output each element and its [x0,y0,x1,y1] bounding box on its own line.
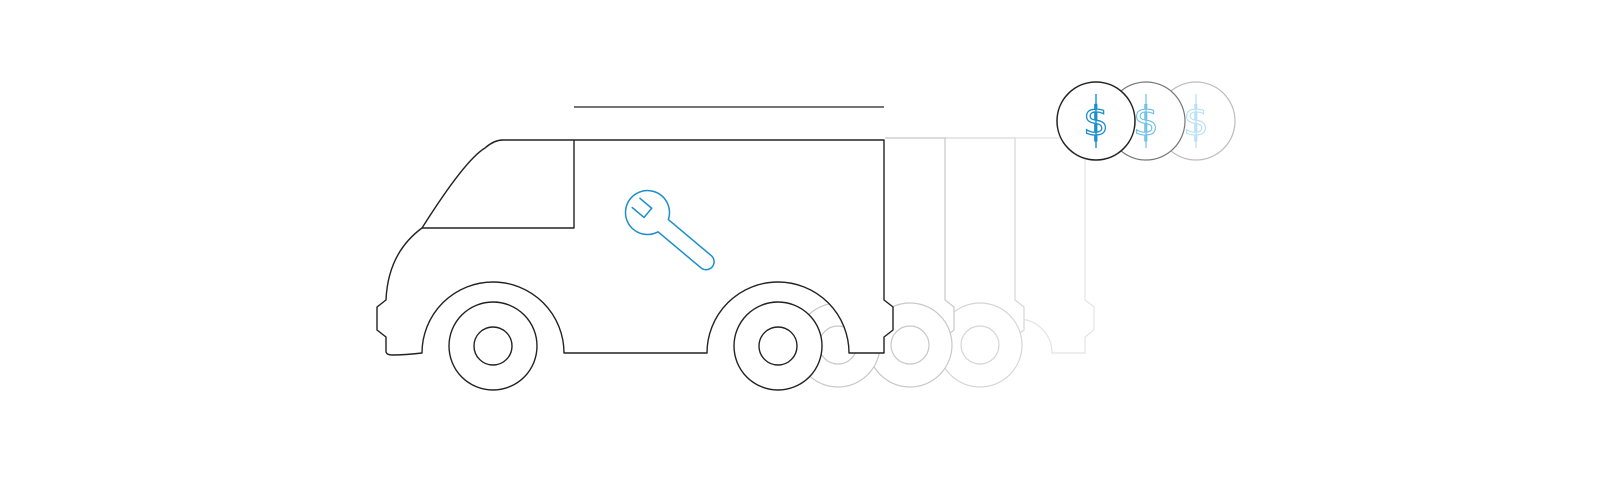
front-wheel [448,301,538,391]
coin-trail: $ $ $ [1056,81,1236,161]
cab-window [422,140,575,229]
wrench-icon [624,189,715,271]
dollar-coin-icon: $ [1056,81,1136,161]
coin-symbol: $ [1133,99,1158,145]
coin-symbol: $ [1083,99,1108,145]
rear-hub [758,326,798,366]
coin-symbol: $ [1183,99,1208,145]
front-hub [473,326,513,366]
service-van-icon [376,139,894,356]
van-motion-trail [795,137,1095,388]
rear-wheel [733,301,823,391]
